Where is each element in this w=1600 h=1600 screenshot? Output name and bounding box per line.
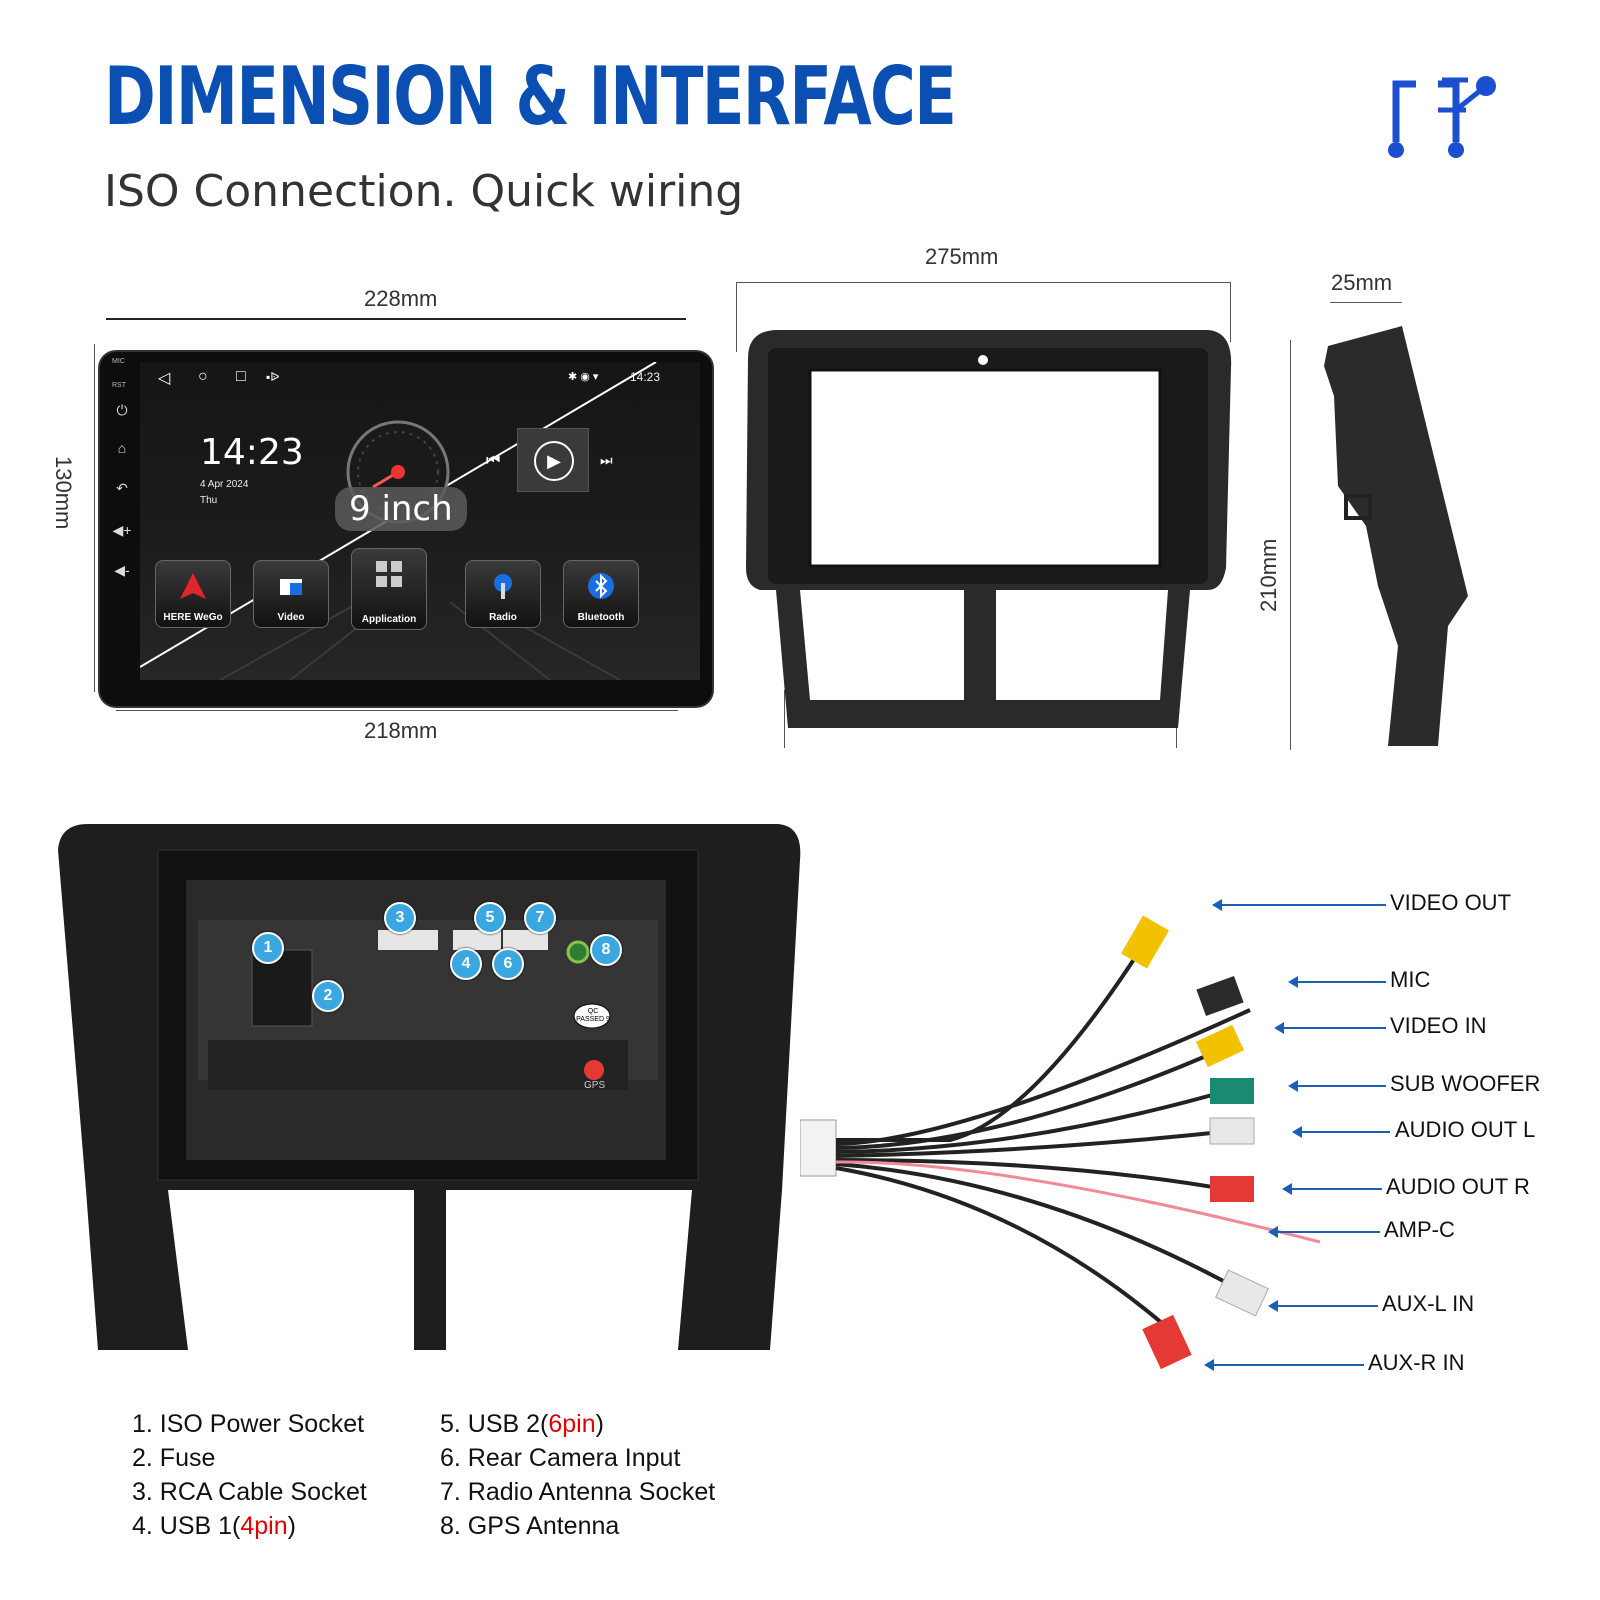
screen-width-bottom-label: 218mm (364, 718, 438, 743)
prev-track-icon[interactable]: ⏮ (486, 452, 501, 469)
status-time: 14:23 (630, 370, 661, 384)
screen-height-line (94, 344, 95, 692)
screen-width-top-label: 228mm (364, 286, 438, 311)
status-icons: ✱ ◉ ▾ (568, 371, 599, 383)
arrow-video-in (1274, 1022, 1386, 1034)
app-label: Bluetooth (577, 612, 625, 623)
app-label: Radio (489, 612, 517, 623)
bluetooth-icon (588, 573, 614, 599)
port-badge-1: 1 (252, 932, 284, 964)
arrow-aux-l-in (1268, 1300, 1378, 1312)
app-video[interactable]: Video (253, 560, 329, 628)
arrow-mic (1288, 976, 1386, 988)
legend-item-8: 8. GPS Antenna (440, 1512, 620, 1540)
arrow-sub-woofer (1288, 1080, 1386, 1092)
page-subtitle: ISO Connection. Quick wiring (104, 166, 744, 217)
frame-width-tick-left (736, 282, 737, 352)
cable-label-sub-woofer: SUB WOOFER (1390, 1071, 1541, 1096)
app-here-wego[interactable]: HERE WeGo (155, 560, 231, 628)
back-icon[interactable]: ↶ (116, 480, 128, 496)
home-icon[interactable]: ⌂ (117, 440, 127, 456)
clock-widget: 14:23 (200, 432, 304, 473)
app-label: Application (361, 614, 417, 625)
legend-item-2: 2. Fuse (132, 1444, 216, 1472)
port-badge-4: 4 (450, 948, 482, 980)
dash-frame-front (746, 330, 1232, 728)
page-title: DIMENSION & INTERFACE (104, 50, 957, 143)
usb-status-icon: ▪ᐉ (266, 370, 280, 384)
frame-width-label: 275mm (925, 244, 999, 269)
screen-size-badge: 9 inch (335, 487, 467, 531)
next-track-icon[interactable]: ⏭ (600, 452, 613, 468)
rear-panel-view (58, 824, 801, 1350)
nav-home-icon[interactable]: ○ (198, 368, 208, 385)
music-note-link-icon (1382, 70, 1502, 166)
arrow-audio-out-r (1282, 1183, 1382, 1195)
cable-label-mic: MIC (1390, 967, 1431, 992)
frame-bottom-tick-left (784, 690, 785, 748)
legend-item-7: 7. Radio Antenna Socket (440, 1478, 716, 1506)
nav-recent-icon[interactable]: □ (236, 368, 246, 385)
date-text: 4 Apr 2024 (200, 479, 249, 490)
video-icon (280, 579, 302, 595)
media-widget: ▶ (517, 428, 589, 492)
power-icon[interactable]: ⏻ (116, 402, 128, 418)
grid-icon (376, 561, 402, 587)
port-badge-8: 8 (590, 934, 622, 966)
port-badge-5: 5 (474, 902, 506, 934)
app-radio[interactable]: Radio (465, 560, 541, 628)
screen-width-bottom-line (116, 710, 678, 711)
frame-width-tick-right (1230, 282, 1231, 342)
frame-depth-label: 25mm (1331, 270, 1393, 295)
cable-label-video-out: VIDEO OUT (1390, 890, 1512, 915)
arrow-amp-c (1268, 1226, 1380, 1238)
frame-height-label: 210mm (1256, 538, 1281, 612)
port-badge-7: 7 (524, 902, 556, 934)
legend-item-1: 1. ISO Power Socket (132, 1410, 365, 1438)
screen-width-top-line (106, 318, 686, 320)
play-icon[interactable]: ▶ (534, 441, 574, 481)
arrow-audio-out-l (1292, 1126, 1390, 1138)
cable-label-audio-out-r: AUDIO OUT R (1386, 1174, 1530, 1199)
port-badge-2: 2 (312, 980, 344, 1012)
mic-label: MIC (112, 358, 125, 365)
qc-passed-sticker: QC PASSED 9 (576, 1008, 610, 1023)
app-application[interactable]: Application (351, 548, 427, 630)
nav-back-icon[interactable]: ◁ (158, 370, 171, 387)
volume-up-icon[interactable]: ◀+ (112, 522, 132, 538)
frame-height-line (1290, 340, 1291, 750)
display: ◁ ○ □ ▪ᐉ ✱ ◉ ▾ 14:23 14:23 4 Apr 2024 Th… (140, 362, 700, 680)
rst-label: RST (112, 382, 126, 389)
dash-frame-side (1324, 326, 1468, 746)
port-badge-3: 3 (384, 902, 416, 934)
app-label: Video (277, 612, 305, 623)
cable-label-aux-l-in: AUX-L IN (1382, 1291, 1475, 1316)
frame-width-line (736, 282, 1230, 283)
legend-item-6: 6. Rear Camera Input (440, 1444, 681, 1472)
legend-item-3: 3. RCA Cable Socket (132, 1478, 367, 1506)
rca-cable-harness (800, 915, 1321, 1370)
app-bluetooth[interactable]: Bluetooth (563, 560, 639, 628)
arrow-aux-r-in (1204, 1359, 1364, 1371)
app-label: HERE WeGo (163, 612, 223, 623)
cable-label-aux-r-in: AUX-R IN (1368, 1350, 1465, 1375)
gps-label: GPS (584, 1080, 606, 1091)
cable-label-audio-out-l: AUDIO OUT L (1395, 1117, 1536, 1142)
cable-label-video-in: VIDEO IN (1390, 1013, 1487, 1038)
radio-icon (494, 574, 512, 599)
port-badge-6: 6 (492, 948, 524, 980)
frame-depth-line (1330, 302, 1402, 303)
cable-label-amp-c: AMP-C (1384, 1217, 1455, 1242)
volume-down-icon[interactable]: ◀- (114, 562, 130, 578)
arrow-video-out (1212, 899, 1386, 911)
legend-item-4: 4. USB 1(4pin) (132, 1512, 296, 1540)
legend-item-5: 5. USB 2(6pin) (440, 1410, 604, 1438)
navigation-icon (180, 573, 206, 599)
day-text: Thu (200, 495, 218, 506)
